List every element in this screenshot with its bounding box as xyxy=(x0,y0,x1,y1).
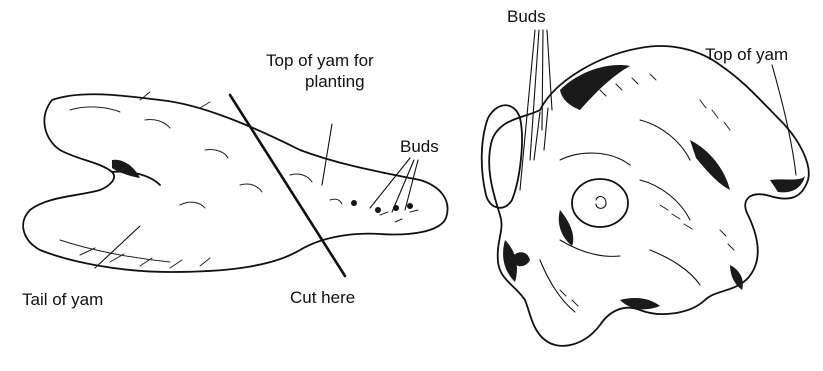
arrow-buds-right-1 xyxy=(520,30,535,190)
arrow-buds-right-3 xyxy=(542,30,543,130)
central-bud-eye xyxy=(596,196,606,208)
label-top-of-yam-for-planting-1: Top of yam for xyxy=(266,51,374,70)
label-cut-here: Cut here xyxy=(290,288,355,307)
left-yam xyxy=(23,92,447,276)
left-yam-shadow xyxy=(112,160,140,178)
label-tail-of-yam: Tail of yam xyxy=(22,290,103,309)
bud-dot xyxy=(351,200,357,206)
left-yam-outline xyxy=(23,94,447,272)
arrow-buds-right-2 xyxy=(530,30,539,160)
right-yam-side-lobe xyxy=(482,105,522,208)
label-buds-left: Buds xyxy=(400,137,439,156)
label-buds-right: Buds xyxy=(507,7,546,26)
cut-line xyxy=(230,95,345,276)
bud-dot xyxy=(375,207,381,213)
arrow-buds-3 xyxy=(405,160,418,210)
central-bud xyxy=(572,179,628,227)
arrow-tail xyxy=(95,226,140,268)
bud-dot xyxy=(407,203,413,209)
arrow-top-of-yam-right xyxy=(772,65,796,175)
label-top-of-yam-for-planting-2: planting xyxy=(305,72,365,91)
arrow-top-for-planting xyxy=(322,124,332,185)
right-yam xyxy=(482,30,809,346)
label-top-of-yam-right: Top of yam xyxy=(705,45,788,64)
